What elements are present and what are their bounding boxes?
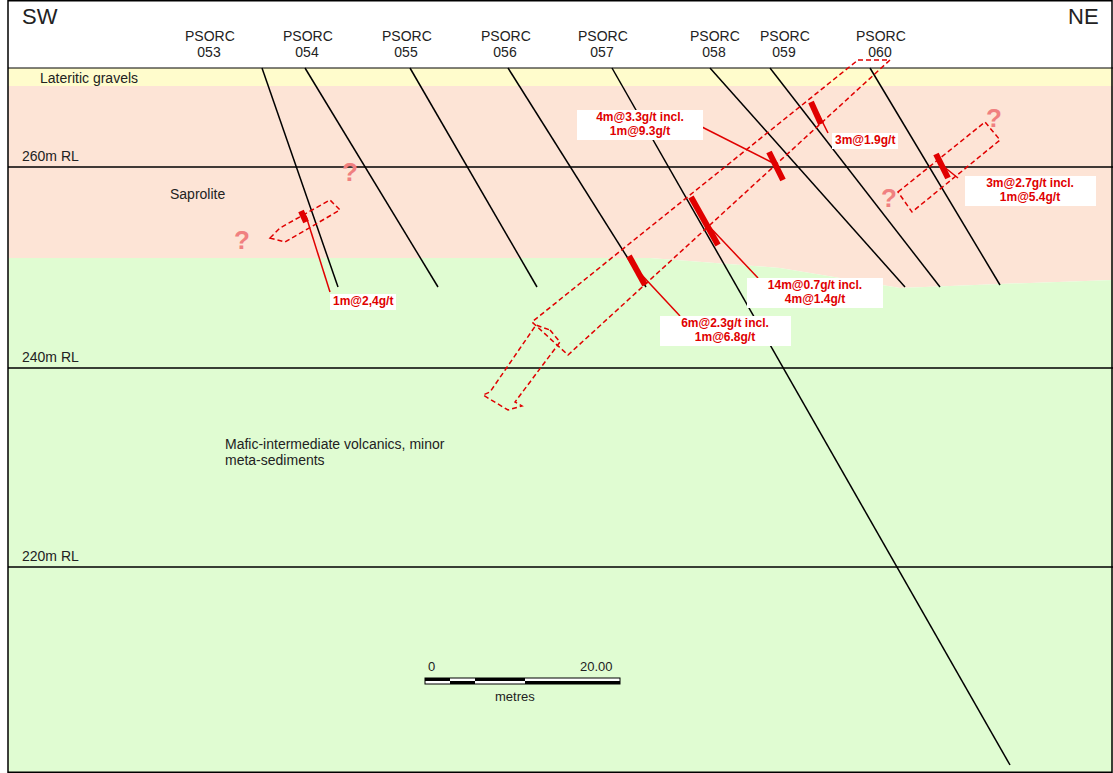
hole-id: PSORC 053	[185, 28, 233, 60]
query-mark: ?	[986, 104, 1002, 134]
scale-label: 0	[428, 660, 435, 675]
rl-label: 240m RL	[22, 349, 79, 365]
leader-lines	[306, 113, 958, 316]
scale-bar	[425, 678, 620, 684]
hole-id: PSORC 059	[760, 28, 808, 60]
scale-label: metres	[495, 690, 535, 705]
frame-line	[8, 68, 1113, 69]
unit-label: Saprolite	[170, 186, 225, 202]
lateritic-gravels	[8, 68, 1113, 86]
assay-label: 4m@3.3g/t incl. 1m@9.3g/t	[577, 110, 703, 140]
hole-id: PSORC 058	[690, 28, 738, 60]
mafic-volcanics	[8, 258, 1113, 773]
rl-label: 220m RL	[22, 548, 79, 564]
interpreted-zones	[270, 60, 1000, 410]
rl-label: 260m RL	[22, 148, 79, 164]
intercepts	[301, 102, 948, 285]
corner-label: SW	[22, 4, 57, 29]
hole-id: PSORC 060	[856, 28, 904, 60]
frame	[8, 1, 1112, 773]
assay-label: 6m@2.3g/t incl. 1m@6.8g/t	[660, 316, 791, 346]
unit-label: Mafic-intermediate volcanics, minor meta…	[225, 436, 455, 468]
query-mark: ?	[234, 226, 250, 256]
drill-holes	[262, 68, 1010, 765]
unit-label: Lateritic gravels	[40, 70, 138, 86]
assay-label: 1m@2,4g/t	[330, 294, 396, 310]
assay-label: 14m@0.7g/t incl. 4m@1.4g/t	[747, 278, 883, 308]
rl-lines	[8, 167, 1113, 567]
assay-label: 3m@2.7g/t incl. 1m@5.4g/t	[965, 176, 1096, 206]
corner-label: NE	[1068, 4, 1099, 29]
assay-label: 3m@1.9g/t	[832, 133, 898, 149]
hole-id: PSORC 056	[481, 28, 529, 60]
hole-id: PSORC 057	[578, 28, 626, 60]
hole-id: PSORC 055	[382, 28, 430, 60]
query-mark: ?	[881, 184, 897, 214]
query-mark: ?	[342, 158, 358, 188]
saprolite	[8, 86, 1113, 288]
scale-label: 20.00	[580, 660, 613, 675]
hole-id: PSORC 054	[283, 28, 331, 60]
